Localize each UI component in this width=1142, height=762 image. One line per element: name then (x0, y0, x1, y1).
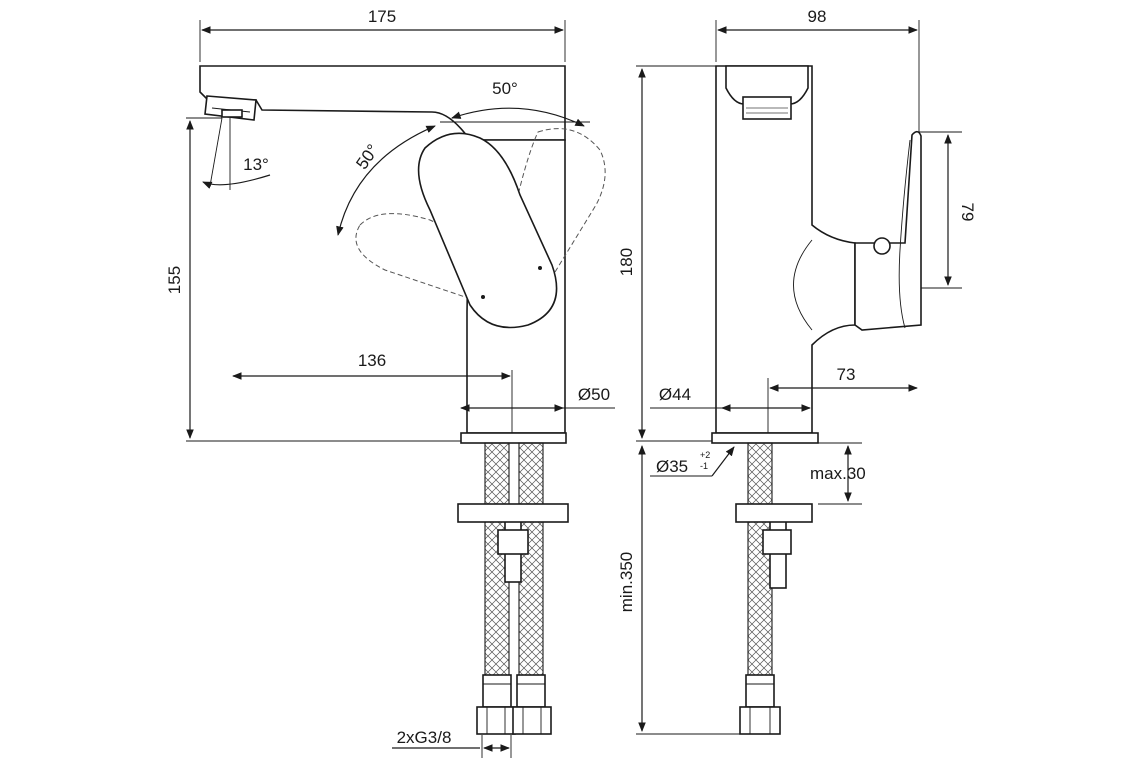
side-aerator (725, 65, 809, 120)
angle-aerator: 13° (202, 117, 271, 190)
label-body-diameter: Ø50 (578, 385, 610, 404)
connection-nut-left (476, 706, 516, 735)
label-max-thickness: max.30 (810, 464, 866, 483)
side-body (715, 65, 856, 434)
side-cartridge-outline (793, 239, 813, 331)
aerator (204, 95, 257, 121)
dim-body-diameter: Ø50 (460, 385, 615, 412)
supply-hoses (457, 442, 569, 735)
dim-side-depth: 73 (767, 365, 918, 440)
dim-spout-height: 155 (165, 117, 462, 442)
dim-hole-diameter: Ø35 +2 -1 (650, 446, 735, 477)
label-connection: 2xG3/8 (397, 728, 452, 747)
label-side-width: 98 (808, 7, 827, 26)
side-base-plate (711, 432, 819, 444)
dim-side-diameter: Ø44 (650, 385, 811, 412)
label-total-height: 180 (617, 248, 636, 276)
label-lever-back-angle: 50° (352, 141, 382, 173)
label-lever-forward-angle: 50° (492, 79, 518, 98)
label-hole-diameter: Ø35 (656, 457, 688, 476)
side-mounting-plate (735, 503, 813, 523)
lever-alternate-positions (355, 128, 606, 318)
dim-side-width: 98 (715, 7, 920, 140)
side-lever (854, 130, 922, 331)
label-hole-tol-plus: +2 (700, 450, 710, 460)
label-hole-tol-minus: -1 (700, 461, 708, 471)
dim-spout-length: 175 (199, 7, 566, 62)
angle-lever-forward: 50° (440, 79, 590, 127)
dim-total-height: 180 (617, 65, 716, 442)
label-side-depth: 73 (837, 365, 856, 384)
label-aerator-angle: 13° (243, 155, 269, 174)
label-spout-height: 155 (165, 266, 184, 294)
side-view: 98 79 180 (617, 7, 977, 735)
side-connection-nut (739, 706, 781, 735)
label-hose-length: min.350 (617, 552, 636, 612)
label-spout-length: 175 (368, 7, 396, 26)
front-view: 175 50° 50° (165, 7, 615, 758)
base-plate (460, 432, 567, 444)
dim-lever-height: 79 (916, 131, 977, 289)
dim-connection: 2xG3/8 (392, 728, 512, 758)
mounting-plate (457, 503, 569, 523)
connection-nut-right (512, 706, 552, 735)
dim-max-thickness: max.30 (810, 442, 866, 505)
label-side-diameter: Ø44 (659, 385, 691, 404)
dim-hose-length: min.350 (617, 445, 740, 735)
side-supply-hose (735, 442, 813, 735)
label-spout-reach: 136 (358, 351, 386, 370)
label-lever-height: 79 (958, 203, 977, 222)
